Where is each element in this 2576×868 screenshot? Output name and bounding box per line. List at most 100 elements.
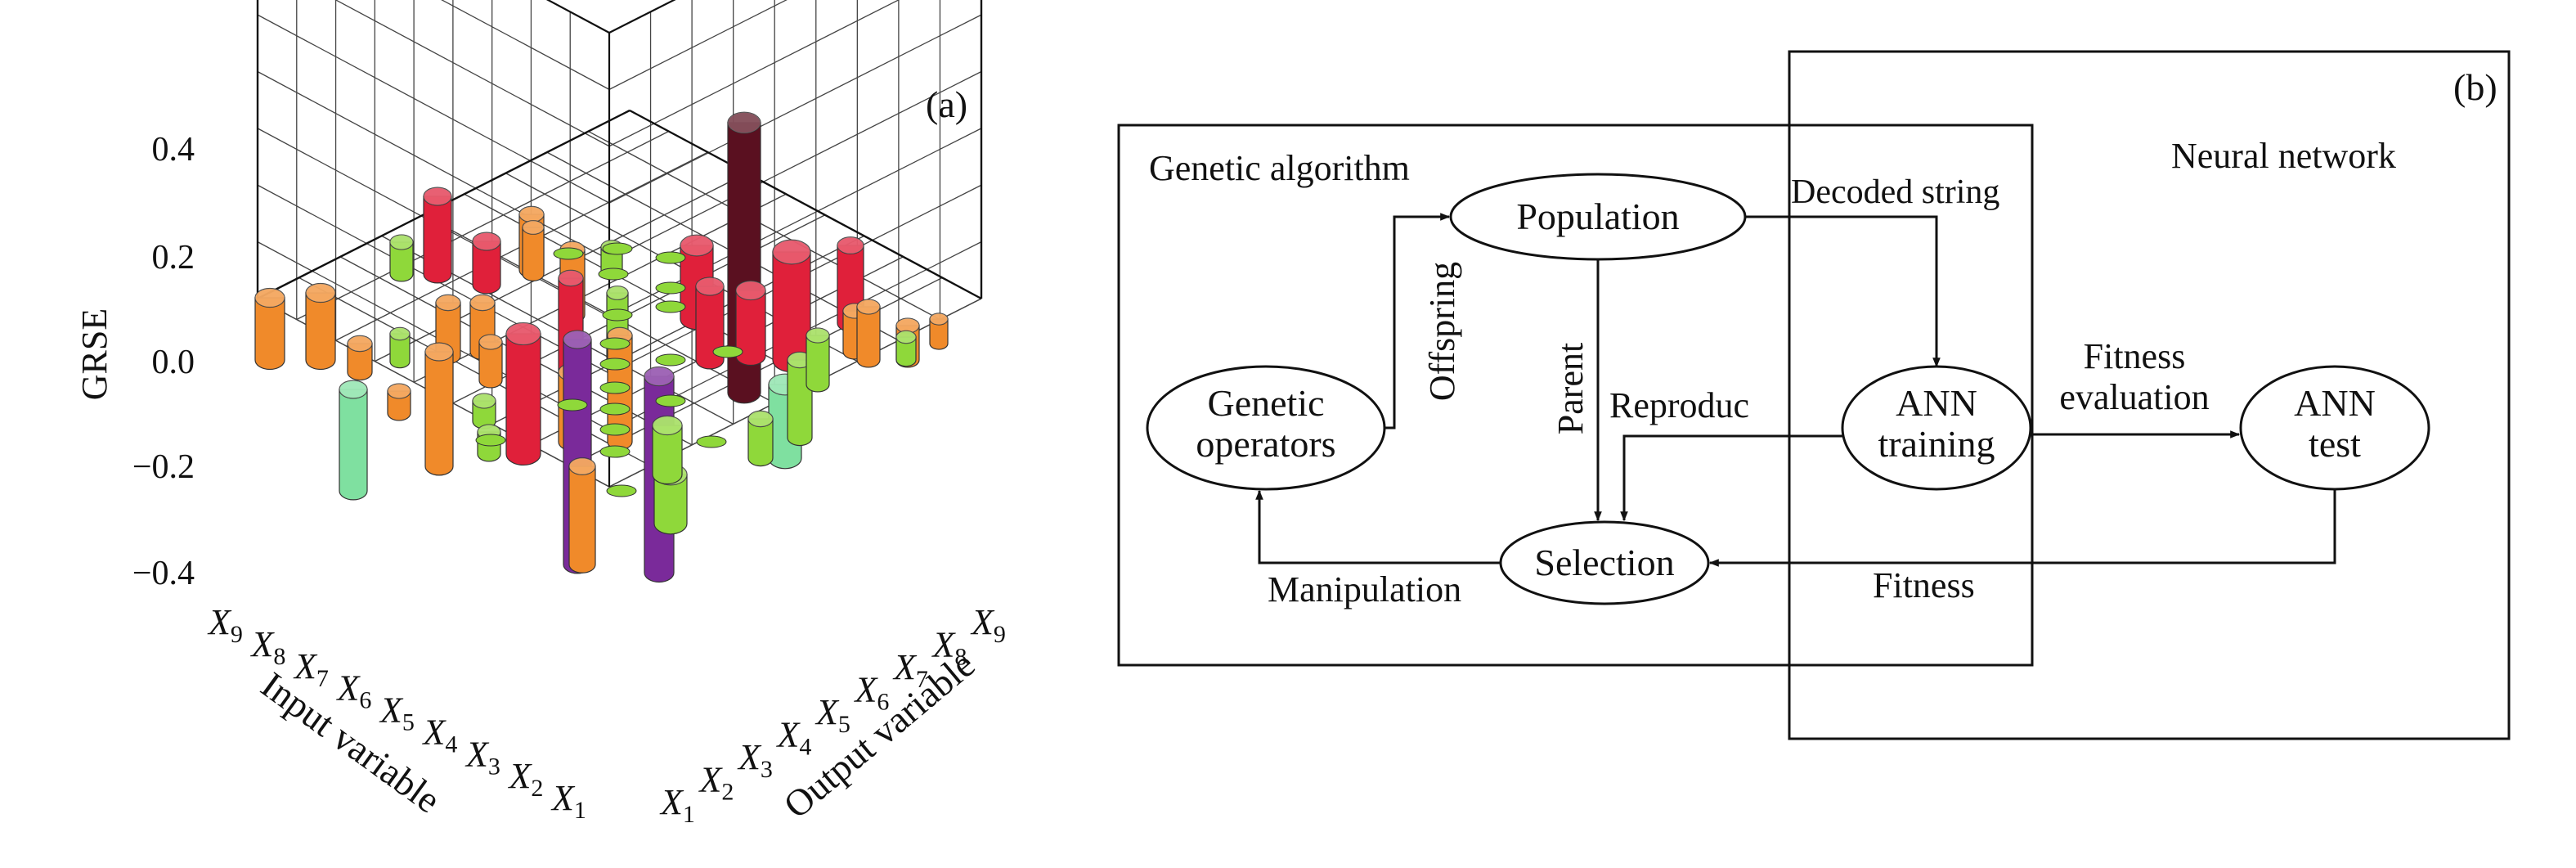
input-tick-label: X9 <box>207 602 243 648</box>
offspring-arrow <box>1384 213 1451 430</box>
chart-bar-cylinder <box>339 380 368 501</box>
grid-line <box>296 130 670 321</box>
output-tick-label: X2 <box>698 760 734 806</box>
genetic-operators-label-line1: Genetic <box>1207 382 1324 424</box>
chart-bar-cylinder <box>423 187 452 284</box>
chart-bar-disc <box>655 394 686 407</box>
chart-bar-cylinder <box>652 415 683 485</box>
fitness-arrow <box>1708 489 2336 567</box>
y-axis-ticks: 0.4 0.2 0.0 −0.2 −0.4 <box>132 131 195 592</box>
chart-bar-disc <box>712 345 743 358</box>
chart-bar-disc <box>598 268 629 281</box>
panel-b-flow-diagram <box>1117 50 2511 740</box>
chart-3d-bars <box>254 111 949 583</box>
chart-bar-disc <box>553 247 584 260</box>
output-tick-label: X1 <box>659 782 695 828</box>
chart-bar-disc <box>599 423 631 436</box>
output-tick-label: X7 <box>892 647 928 693</box>
chart-bar-cylinder <box>772 239 811 373</box>
output-tick-label: X6 <box>854 670 890 716</box>
input-tick-label: X2 <box>508 756 544 802</box>
input-tick-label: X4 <box>422 712 458 758</box>
decoded-string-arrow <box>1745 215 1941 368</box>
chart-bar-cylinder <box>305 282 336 371</box>
grid-line <box>257 14 610 204</box>
chart-bar-disc <box>655 300 686 313</box>
chart-bar-cylinder <box>387 383 411 421</box>
chart-bar-disc <box>599 445 631 458</box>
fitness-evaluation-label-line2: evaluation <box>2059 377 2209 417</box>
y-axis-title: GRSE <box>74 308 114 400</box>
neural-network-box <box>1788 50 2511 740</box>
genetic-operators-label-line2: operators <box>1196 423 1335 465</box>
input-tick-label: X7 <box>293 646 329 692</box>
input-tick-label: X6 <box>336 668 372 714</box>
chart-bar-cylinder <box>806 327 830 393</box>
grid-line <box>588 130 940 321</box>
y-tick-label: 0.2 <box>152 239 195 277</box>
chart-bar-cylinder <box>568 457 596 573</box>
chart-bar-disc <box>602 308 633 322</box>
population-label: Population <box>1516 196 1679 237</box>
ann-training-label-line2: training <box>1878 423 1995 465</box>
input-tick-label: X8 <box>250 624 286 670</box>
chart-bar-disc <box>599 358 631 371</box>
chart-bar-cylinder <box>856 299 881 368</box>
parent-label: Parent <box>1551 343 1591 434</box>
offspring-label: Offspring <box>1422 262 1462 401</box>
ann-test-label-line1: ANN <box>2294 382 2376 424</box>
chart-bar-disc <box>599 403 631 416</box>
chart-bar-disc <box>655 353 686 367</box>
ga-box-title: Genetic algorithm <box>1149 148 1410 188</box>
chart-bar-cylinder <box>389 326 411 369</box>
grid-line <box>334 0 610 147</box>
grid-line <box>257 241 610 431</box>
decoded-string-label: Decoded string <box>1791 173 1999 211</box>
chart-bar-cylinder <box>747 410 774 467</box>
ann-training-label-line1: ANN <box>1896 382 1977 424</box>
grid-line <box>629 109 982 300</box>
output-tick-label: X5 <box>815 692 850 738</box>
output-tick-label: X9 <box>970 602 1006 648</box>
output-tick-label: X8 <box>931 625 967 671</box>
input-tick-label: X1 <box>550 778 586 824</box>
chart-bar-cylinder <box>472 232 501 295</box>
panel-b-label: (b) <box>2453 66 2497 108</box>
chart-bar-disc <box>655 251 686 264</box>
panel-a-label: (a) <box>926 83 967 125</box>
genetic-algorithm-box <box>1117 124 2034 667</box>
chart-bar-disc <box>475 434 506 447</box>
chart-bar-cylinder <box>522 220 545 281</box>
chart-bar-cylinder <box>389 234 414 282</box>
reproduc-label: Reproduc <box>1609 385 1749 425</box>
manipulation-arrow <box>1255 489 1501 564</box>
chart-bar-disc <box>557 398 588 412</box>
grid-line <box>545 0 610 34</box>
grid-line <box>608 14 982 204</box>
selection-label: Selection <box>1534 542 1674 583</box>
chart-bar-disc <box>655 281 686 295</box>
chart-bar-cylinder <box>254 287 285 371</box>
fitness-label: Fitness <box>1873 565 1975 605</box>
fitness-evaluation-label-line1: Fitness <box>2084 336 2186 376</box>
chart-bar-cylinder <box>895 330 917 367</box>
ann-test-label-line2: test <box>2309 423 2361 465</box>
manipulation-label: Manipulation <box>1268 569 1461 609</box>
chart-bar-cylinder <box>424 342 454 476</box>
grid-line <box>608 70 982 261</box>
grid-line <box>257 70 610 261</box>
input-tick-label: X3 <box>464 734 500 780</box>
chart-bar-disc <box>606 484 637 497</box>
chart-bar-disc <box>602 242 633 255</box>
chart-bar-cylinder <box>472 393 496 430</box>
y-tick-label: −0.2 <box>132 448 195 486</box>
nn-box-title: Neural network <box>2171 136 2396 176</box>
grid-line <box>608 0 900 147</box>
chart-bar-disc <box>599 337 631 350</box>
grid-line <box>441 0 610 90</box>
y-tick-label: 0.0 <box>152 344 195 381</box>
